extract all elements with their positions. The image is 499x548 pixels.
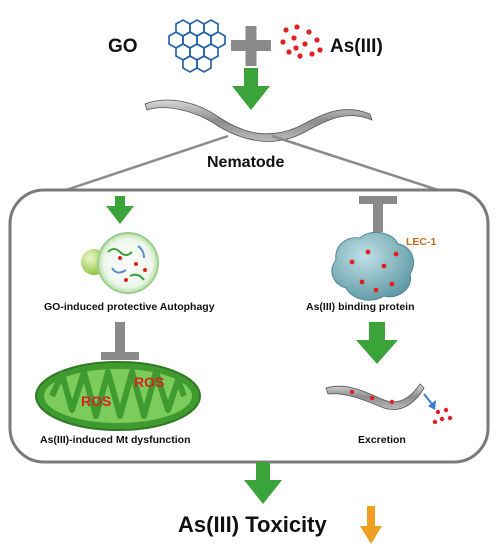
mt-dysfunction-label: As(III)-induced Mt dysfunction <box>40 434 191 446</box>
graphene-oxide-icon <box>168 19 226 73</box>
lec-label: LEC-1 <box>406 236 437 248</box>
inhibit-mt-dysfunction-symbol <box>101 322 139 360</box>
arrow-down-to-excretion <box>356 322 398 364</box>
autophagy-label: GO-induced protective Autophagy <box>44 301 215 313</box>
arsenic-dots-icon <box>280 24 323 59</box>
ros-label-left: ROS <box>81 393 112 409</box>
plus-icon <box>231 26 271 66</box>
excreting-worm-icon <box>325 383 453 425</box>
toxicity-label: As(III) Toxicity <box>178 512 327 537</box>
protein-icon <box>331 231 414 301</box>
mitochondrion-icon <box>35 361 201 431</box>
excretion-label: Excretion <box>358 434 406 446</box>
decrease-arrow-icon <box>360 506 382 544</box>
go-label: GO <box>108 36 138 57</box>
ros-label-right: ROS <box>134 374 165 390</box>
nematode-label: Nematode <box>207 154 285 171</box>
inhibit-binding-protein-symbol <box>359 196 397 232</box>
process-frame <box>8 188 490 464</box>
arrow-down-to-autophagy <box>106 196 134 224</box>
arrow-down-to-toxicity <box>244 462 282 504</box>
arsenic-label: As(III) <box>330 36 383 57</box>
funnel-lines <box>65 134 439 192</box>
autophagosome-icon <box>81 232 159 294</box>
nematode-worm-icon <box>144 99 373 142</box>
arrow-down-to-nematode <box>232 68 270 110</box>
binding-protein-label: As(III) binding protein <box>306 301 415 313</box>
